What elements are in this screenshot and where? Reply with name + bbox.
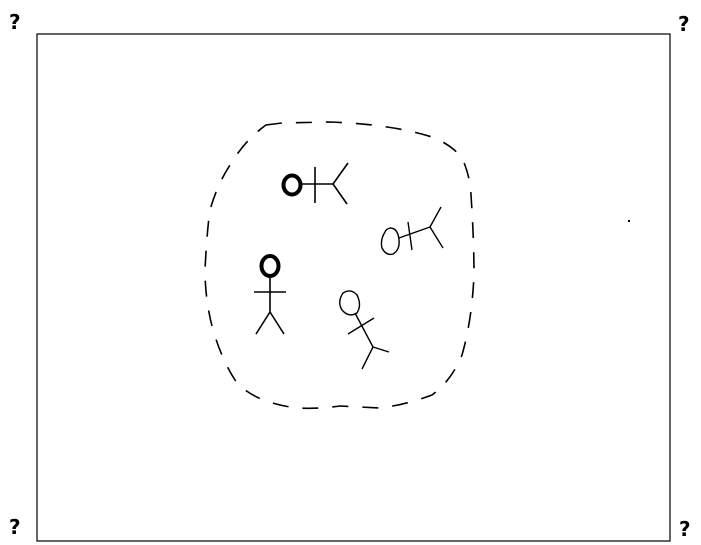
figure-leg xyxy=(333,163,348,184)
figure-bold-horizontal xyxy=(284,163,349,204)
figure-head xyxy=(284,176,301,195)
figure-head xyxy=(262,256,279,276)
figure-leg xyxy=(256,312,270,334)
figure-arms xyxy=(348,318,374,334)
frame-border xyxy=(37,34,670,541)
figure-leg xyxy=(430,227,443,248)
figure-leg xyxy=(373,347,389,352)
figure-body xyxy=(355,313,373,347)
figure-leg xyxy=(362,347,373,369)
figure-head xyxy=(381,228,399,254)
figure-head xyxy=(340,291,360,315)
figure-thin-diagonal xyxy=(340,291,389,369)
figure-leg xyxy=(430,207,441,227)
dashed-enclosure xyxy=(205,122,474,408)
figure-leg xyxy=(270,312,284,334)
figure-leg xyxy=(333,184,347,204)
figure-body xyxy=(399,227,430,238)
figure-bold-upright xyxy=(254,256,286,334)
figure-arms xyxy=(408,222,412,250)
stray-dot xyxy=(628,220,630,222)
figure-thin-horizontal xyxy=(381,207,443,254)
